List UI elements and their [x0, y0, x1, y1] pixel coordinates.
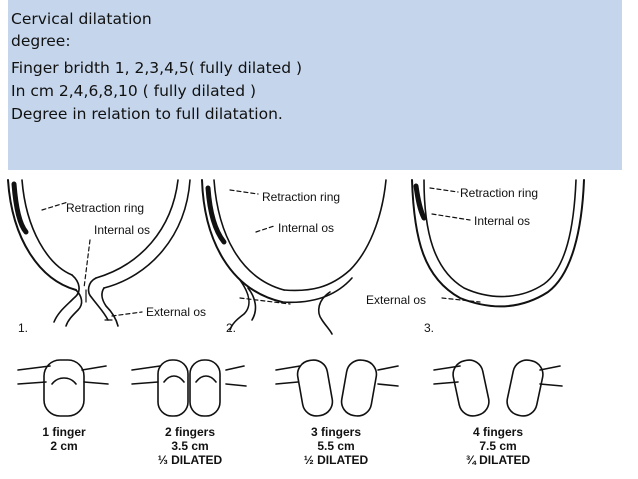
text-line-cm: In cm 2,4,6,8,10 ( fully dilated ): [11, 82, 257, 100]
caption-dilated-2: ⅓ DILATED: [158, 453, 223, 467]
label-internal-os-3: Internal os: [474, 214, 530, 228]
text-line-degree-relation: Degree in relation to full dilatation.: [11, 105, 283, 123]
panel-number-2: 2.: [226, 321, 236, 335]
caption-cm-4: 7.5 cm: [479, 439, 516, 453]
label-internal-os-1: Internal os: [94, 223, 150, 237]
cervix-panel-2: [201, 179, 387, 335]
caption-fingers-1: 1 finger: [42, 425, 86, 439]
cervix-panel-3: [411, 179, 585, 308]
panel-number-1: 1.: [18, 321, 28, 335]
caption-fingers-4: 4 fingers: [473, 425, 523, 439]
caption-dilated-4: ¾ DILATED: [466, 453, 531, 467]
label-retraction-ring-1: Retraction ring: [66, 201, 144, 215]
text-box: Cervical dilatation degree: Finger bridt…: [8, 0, 622, 170]
label-retraction-ring-2: Retraction ring: [262, 190, 340, 204]
text-line-title: Cervical dilatation: [11, 10, 152, 28]
caption-cm-1: 2 cm: [50, 439, 77, 453]
text-line-finger-breadth: Finger bridth 1, 2,3,4,5( fully dilated …: [11, 59, 303, 77]
caption-fingers-3: 3 fingers: [311, 425, 361, 439]
label-external-os-3: External os: [366, 293, 426, 307]
caption-fingers-2: 2 fingers: [165, 425, 215, 439]
caption-cm-2: 3.5 cm: [171, 439, 208, 453]
cervix-illustration: Retraction ring Internal os External os …: [7, 179, 585, 467]
label-internal-os-2: Internal os: [278, 221, 334, 235]
finger-drawings: [17, 359, 563, 417]
cervix-panel-1: [7, 179, 191, 327]
cervix-dilatation-figure: Retraction ring Internal os External os …: [0, 170, 638, 479]
text-line-degree: degree:: [11, 32, 71, 50]
label-retraction-ring-3: Retraction ring: [460, 186, 538, 200]
caption-cm-3: 5.5 cm: [317, 439, 354, 453]
caption-dilated-3: ½ DILATED: [304, 453, 369, 467]
label-external-os-1: External os: [146, 305, 206, 319]
panel-number-3: 3.: [424, 321, 434, 335]
